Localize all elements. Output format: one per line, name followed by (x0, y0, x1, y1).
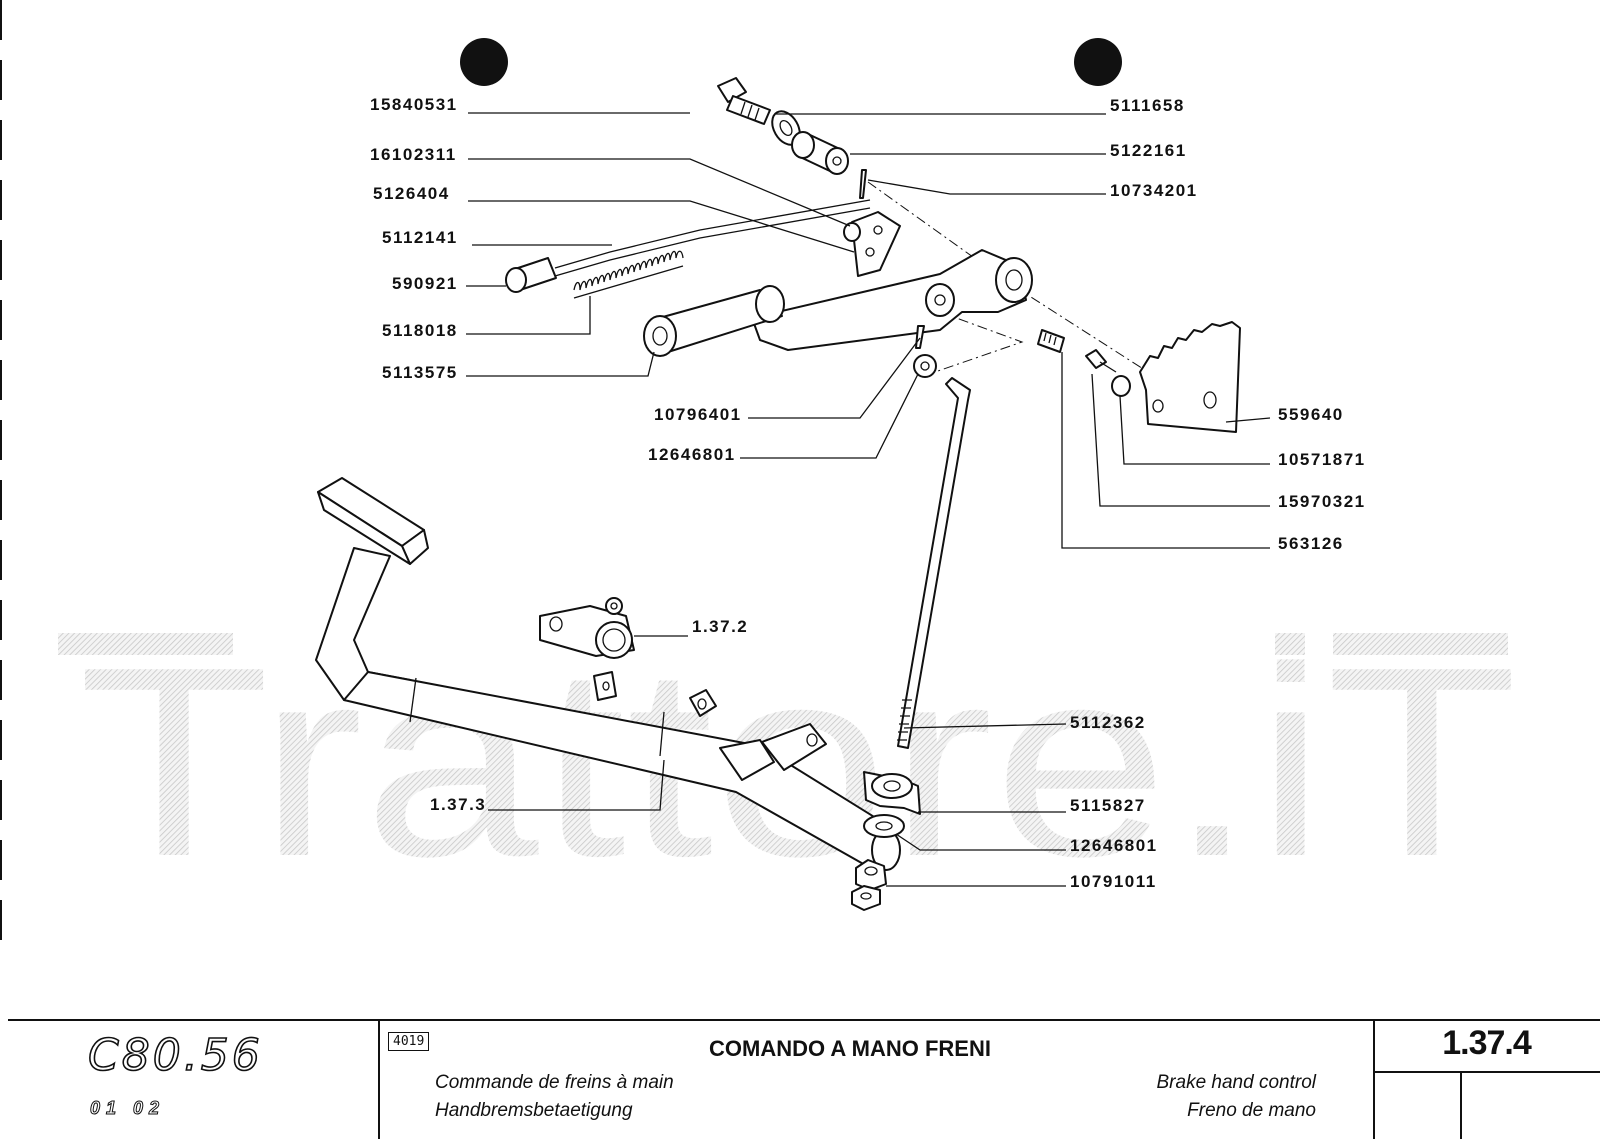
subtitle-french: Commande de freins à main (435, 1072, 674, 1093)
label-15840531: 15840531 (370, 95, 458, 114)
assembly-axis-line-2 (934, 311, 1024, 373)
small-washer-part (913, 354, 937, 378)
pedal-pad-part (317, 477, 429, 565)
handle-grip-part (643, 285, 785, 357)
registration-dot-right (1074, 38, 1122, 86)
part-number-labels: 15840531 16102311 5126404 5112141 590921… (370, 95, 1366, 891)
label-5111658: 5111658 (1110, 96, 1185, 115)
subtitle-german: Handbremsbetaetigung (435, 1100, 633, 1121)
label-5126404: 5126404 (373, 184, 450, 203)
bolt-part (717, 77, 771, 125)
leader-lines (466, 112, 1271, 887)
label-5112141: 5112141 (382, 228, 458, 247)
page-reference-number: 1.37.4 (1442, 1024, 1532, 1062)
bracket-part (539, 597, 635, 659)
title-block-divider-ref (1373, 1071, 1600, 1073)
hand-lever-assembly (505, 77, 1241, 433)
sleeve-part (505, 257, 557, 293)
registration-dot-left (460, 38, 508, 86)
section-code-box: 4019 (388, 1032, 430, 1051)
label-15970321: 15970321 (1278, 492, 1366, 511)
left-margin-marks (0, 0, 2, 960)
label-5122161: 5122161 (1110, 141, 1187, 160)
pull-rod-part (897, 377, 971, 749)
lock-washer-part (1111, 375, 1131, 397)
title-block-divider-right (1373, 1019, 1375, 1139)
title-block-divider-left (378, 1019, 380, 1139)
nuts-part (851, 859, 887, 911)
label-590921: 590921 (392, 274, 458, 293)
washer-part (771, 110, 801, 146)
watermark-bar-left (58, 633, 233, 655)
main-lever-part (751, 249, 1033, 351)
label-12646801-upper: 12646801 (648, 445, 736, 464)
label-563126: 563126 (1278, 534, 1344, 553)
wing-nut-part (863, 771, 921, 815)
label-10796401: 10796401 (654, 405, 742, 424)
subtitle-spanish: Freno de mano (1187, 1100, 1316, 1121)
page-title: COMANDO A MANO FRENI (709, 1036, 991, 1061)
label-12646801-lower: 12646801 (1070, 836, 1158, 855)
model-name: C80.56 (87, 1029, 263, 1082)
spring-part (573, 250, 684, 299)
label-1-37-3: 1.37.3 (430, 795, 486, 814)
label-10734201: 10734201 (1110, 181, 1198, 200)
lower-washer-part (863, 814, 905, 838)
label-5118018: 5118018 (382, 321, 458, 340)
pin-bolt-part (1037, 329, 1065, 353)
small-split-pin-part (915, 325, 925, 349)
pedal-shaft-assembly (315, 377, 971, 911)
clevis-plate-part (843, 211, 901, 277)
label-5112362: 5112362 (1070, 713, 1146, 732)
subtitle-english: Brake hand control (1156, 1072, 1317, 1093)
watermark-bar-right (1333, 633, 1508, 655)
split-pin-part (859, 169, 867, 199)
label-10791011: 10791011 (1070, 872, 1157, 891)
rod-part (554, 199, 871, 269)
bushing-part (791, 131, 849, 175)
cap-screw-part (1085, 349, 1117, 373)
label-559640: 559640 (1278, 405, 1344, 424)
label-1-37-2: 1.37.2 (692, 617, 748, 636)
model-codes: 01 02 (89, 1098, 166, 1119)
label-5113575: 5113575 (382, 363, 458, 382)
watermark-bar-mid (1275, 633, 1305, 655)
ratchet-sector-part (1139, 321, 1241, 433)
title-block-divider-ref-cell (1460, 1071, 1462, 1139)
label-5115827: 5115827 (1070, 796, 1146, 815)
title-block-top-rule (8, 1019, 1600, 1021)
label-16102311: 16102311 (370, 145, 457, 164)
label-10571871: 10571871 (1278, 450, 1366, 469)
